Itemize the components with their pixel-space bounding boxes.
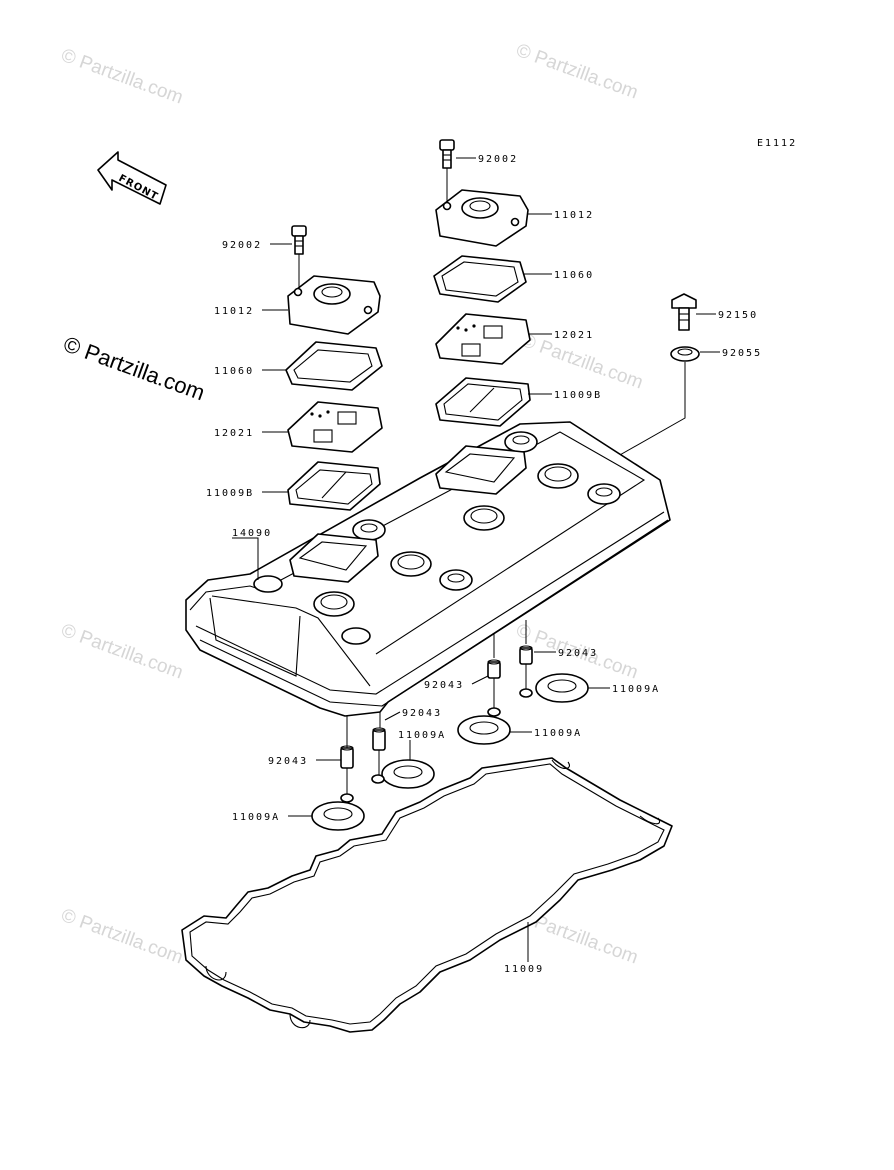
watermark: © Partzilla.com bbox=[513, 40, 640, 104]
callout-label: 11012 bbox=[214, 306, 254, 317]
bolt-92002-right bbox=[439, 139, 455, 169]
diagram-code: E1112 bbox=[757, 138, 797, 149]
callout-label: 11060 bbox=[554, 270, 594, 281]
callout-label: 11060 bbox=[214, 366, 254, 377]
breather-cover-11012-left bbox=[287, 275, 381, 335]
seal-11009a-d bbox=[311, 793, 365, 831]
front-arrow-icon: FRONT bbox=[97, 151, 167, 205]
callout-label: 12021 bbox=[214, 428, 254, 439]
gasket-11060-right bbox=[433, 255, 527, 303]
callout-label: 11009A bbox=[534, 728, 582, 739]
callout-label: 92043 bbox=[558, 648, 598, 659]
breather-cover-11012-right bbox=[435, 189, 529, 247]
washer-92055 bbox=[670, 346, 700, 362]
callout-label: 11009B bbox=[206, 488, 254, 499]
watermark: © Partzilla.com bbox=[58, 620, 185, 684]
callout-label: 92043 bbox=[424, 680, 464, 691]
callout-label: 11009A bbox=[232, 812, 280, 823]
callout-label: 92150 bbox=[718, 310, 758, 321]
reed-plate-12021-right bbox=[435, 313, 531, 365]
gasket-11009b-left bbox=[287, 461, 381, 511]
dowel-92043-d bbox=[340, 745, 354, 769]
watermark: © Partzilla.com bbox=[58, 45, 185, 109]
callout-label: 12021 bbox=[554, 330, 594, 341]
callout-label: 11009A bbox=[398, 730, 446, 741]
callout-label: 11009B bbox=[554, 390, 602, 401]
callout-label: 11009 bbox=[504, 964, 544, 975]
seal-11009a-b bbox=[457, 707, 511, 745]
dowel-92043-b bbox=[487, 659, 501, 679]
seal-11009a-a bbox=[519, 673, 589, 703]
callout-label: 92002 bbox=[222, 240, 262, 251]
watermark-main: © Partzilla.com bbox=[60, 331, 208, 405]
dowel-92043-c bbox=[372, 727, 386, 751]
callout-label: 92043 bbox=[402, 708, 442, 719]
callout-label: 11009A bbox=[612, 684, 660, 695]
bolt-92150 bbox=[671, 293, 697, 331]
gasket-11009b-right bbox=[435, 377, 531, 427]
callout-label: 14090 bbox=[232, 528, 272, 539]
callout-label: 92002 bbox=[478, 154, 518, 165]
gasket-11060-left bbox=[285, 341, 383, 391]
callout-label: 11012 bbox=[554, 210, 594, 221]
head-cover-gasket-11009 bbox=[181, 757, 673, 1033]
cylinder-head-cover-14090 bbox=[185, 421, 671, 717]
callout-label: 92055 bbox=[722, 348, 762, 359]
seal-11009a-c bbox=[371, 759, 435, 789]
callout-label: 92043 bbox=[268, 756, 308, 767]
bolt-92002-left bbox=[291, 225, 307, 255]
reed-plate-12021-left bbox=[287, 401, 383, 453]
dowel-92043-a bbox=[519, 645, 533, 665]
watermark: © Partzilla.com bbox=[58, 905, 185, 969]
